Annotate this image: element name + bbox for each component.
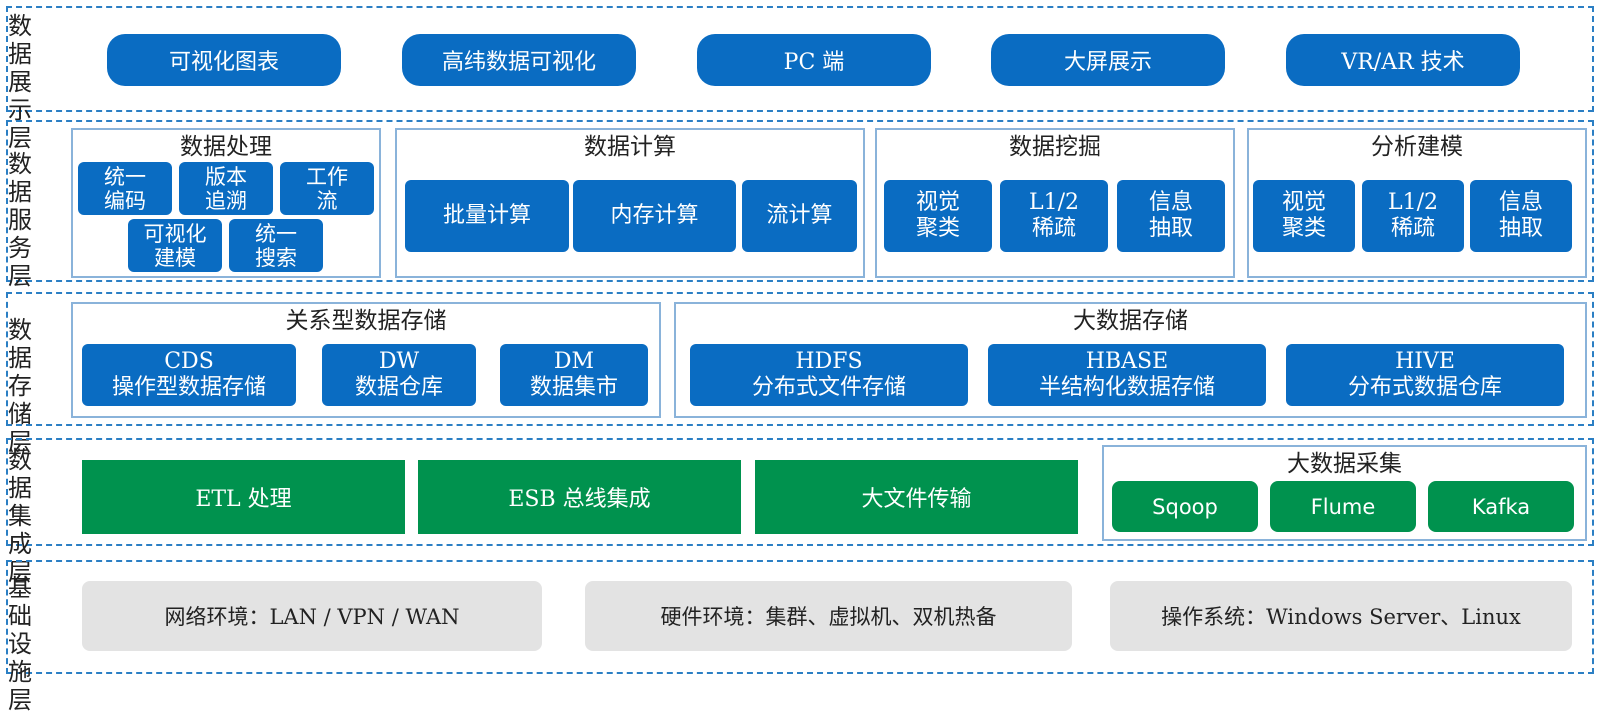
collection-item-sqoop: Sqoop [1112, 481, 1258, 532]
presentation-item-pc: PC 端 [697, 34, 931, 86]
mining-title: 数据挖掘 [1009, 134, 1101, 160]
relational-item-dm: DM 数据集市 [500, 344, 648, 406]
presentation-item-bigscreen: 大屏展示 [991, 34, 1225, 86]
collection-item-flume: Flume [1270, 481, 1416, 532]
modeling-item-visual-cluster: 视觉 聚类 [1253, 180, 1355, 252]
integration-item-etl: ETL 处理 [82, 460, 405, 534]
service-layer [6, 120, 1594, 282]
infra-item-hardware: 硬件环境：集群、虚拟机、双机热备 [585, 581, 1072, 651]
integration-layer [6, 438, 1594, 546]
computing-item-memory: 内存计算 [573, 180, 736, 252]
computing-title: 数据计算 [584, 134, 676, 160]
relational-item-cds: CDS 操作型数据存储 [82, 344, 296, 406]
mining-item-info-extract: 信息 抽取 [1117, 180, 1225, 252]
processing-item-visual-modeling: 可视化 建模 [128, 219, 222, 272]
computing-item-batch: 批量计算 [405, 180, 569, 252]
mining-item-visual-cluster: 视觉 聚类 [884, 180, 992, 252]
bigdata-item-hive: HIVE 分布式数据仓库 [1286, 344, 1564, 406]
mining-item-sparse: L1/2 稀疏 [1000, 180, 1108, 252]
infra-item-os: 操作系统：Windows Server、Linux [1110, 581, 1572, 651]
presentation-layer-label: 数据 展示 层 [8, 12, 32, 152]
relational-storage-title: 关系型数据存储 [285, 308, 447, 334]
presentation-item-vrar: VR/AR 技术 [1286, 34, 1520, 86]
collection-item-kafka: Kafka [1428, 481, 1574, 532]
presentation-item-highdim-vis: 高纬数据可视化 [402, 34, 636, 86]
bigdata-storage-title: 大数据存储 [1073, 308, 1188, 334]
integration-layer-label: 数据 集成 层 [8, 446, 32, 586]
modeling-item-sparse: L1/2 稀疏 [1362, 180, 1464, 252]
presentation-layer [6, 6, 1594, 112]
bigdata-item-hdfs: HDFS 分布式文件存储 [690, 344, 968, 406]
integration-item-file-transfer: 大文件传输 [755, 460, 1078, 534]
infrastructure-layer-label: 基础 设施 层 [8, 574, 32, 714]
presentation-item-charts: 可视化图表 [107, 34, 341, 86]
relational-item-dw: DW 数据仓库 [322, 344, 476, 406]
processing-item-workflow: 工作 流 [280, 162, 374, 215]
processing-item-unified-search: 统一 搜索 [229, 219, 323, 272]
infrastructure-layer [6, 560, 1594, 674]
modeling-title: 分析建模 [1371, 134, 1463, 160]
computing-item-stream: 流计算 [742, 180, 857, 252]
integration-item-esb: ESB 总线集成 [418, 460, 741, 534]
storage-layer-label: 数据 存储 层 [8, 316, 32, 456]
service-layer-label: 数据 服务 层 [8, 150, 32, 290]
bigdata-item-hbase: HBASE 半结构化数据存储 [988, 344, 1266, 406]
bigdata-collection-title: 大数据采集 [1287, 451, 1402, 477]
infra-item-network: 网络环境：LAN / VPN / WAN [82, 581, 542, 651]
storage-layer [6, 292, 1594, 426]
processing-item-unified-coding: 统一 编码 [78, 162, 172, 215]
processing-item-version-trace: 版本 追溯 [179, 162, 273, 215]
processing-title: 数据处理 [180, 134, 272, 160]
modeling-item-info-extract: 信息 抽取 [1470, 180, 1572, 252]
